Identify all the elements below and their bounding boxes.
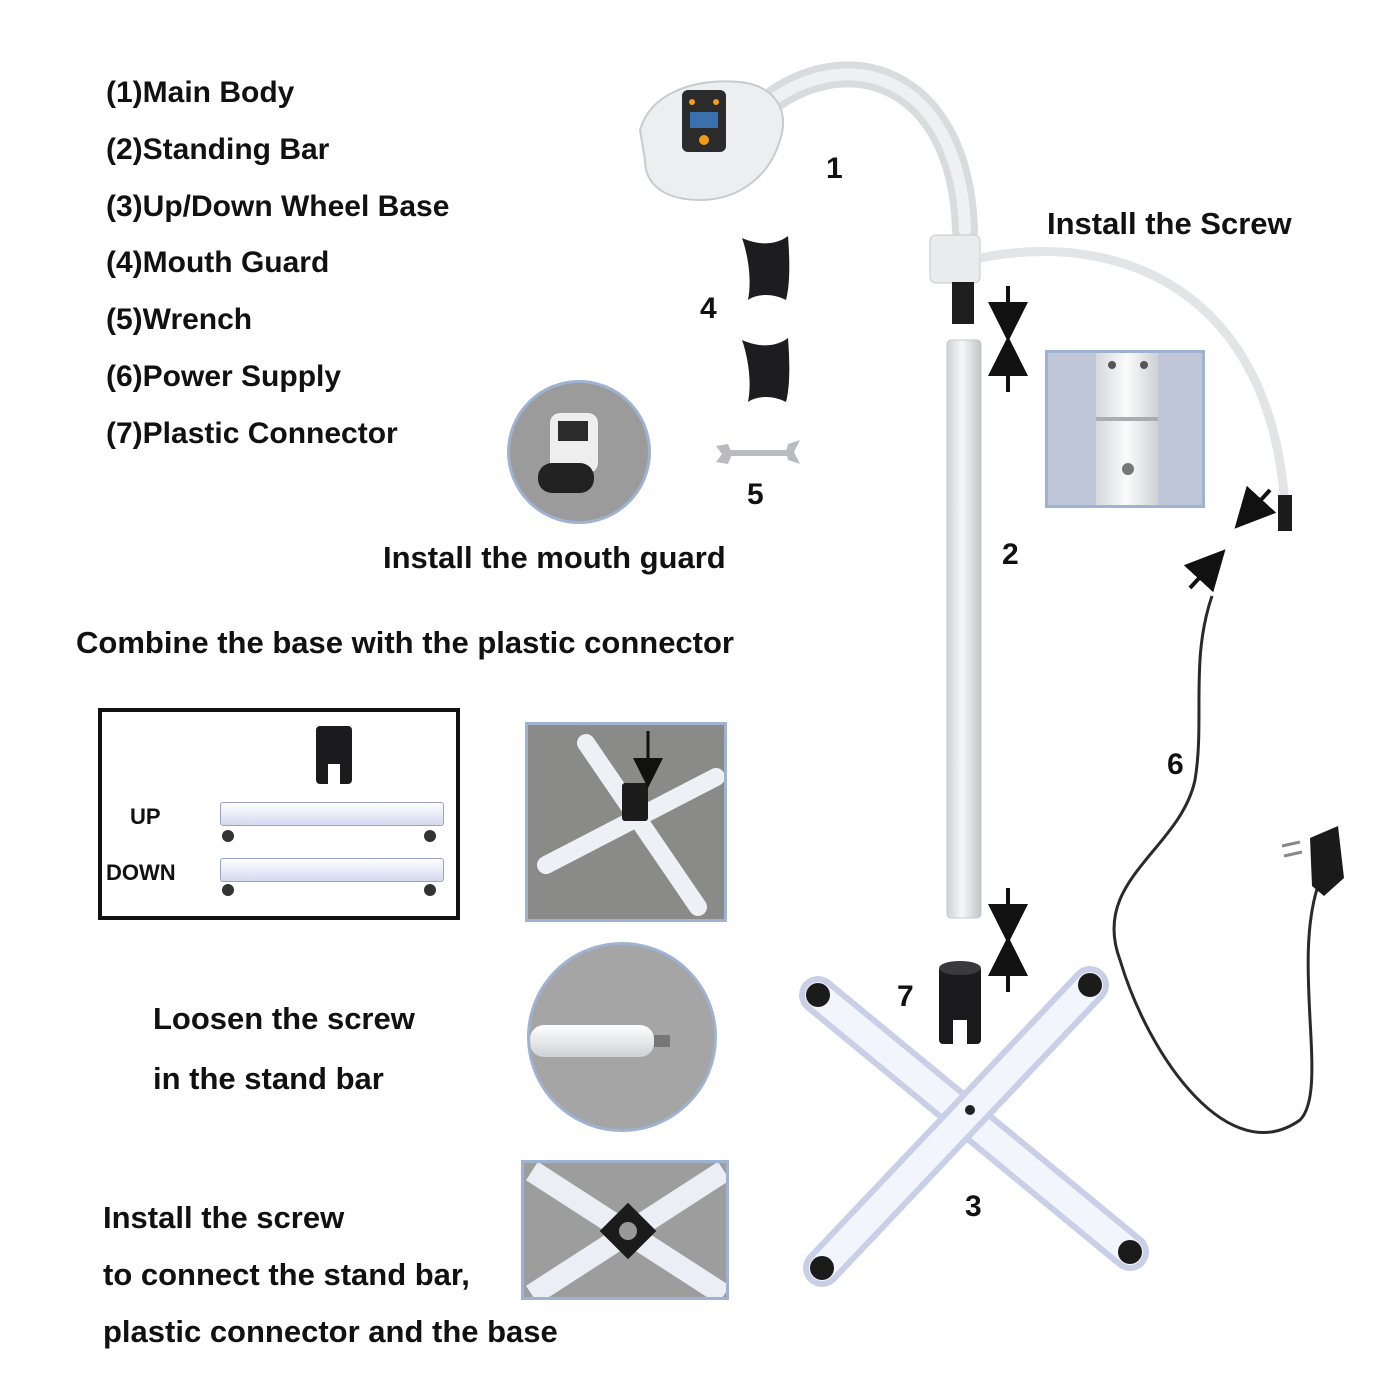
caption-install-3: plastic connector and the base xyxy=(103,1314,558,1349)
caption-install-mouth-guard: Install the mouth guard xyxy=(383,540,726,575)
base-up-down-box: UP DOWN xyxy=(98,708,460,920)
parts-list-item: (6)Power Supply xyxy=(106,359,342,393)
standing-bar xyxy=(946,339,982,919)
down-label: DOWN xyxy=(106,860,176,885)
label-3: 3 xyxy=(965,1190,982,1223)
wheel-base xyxy=(799,966,1149,1287)
photo-base-connector xyxy=(525,722,727,922)
parts-list-item: (3)Up/Down Wheel Base xyxy=(106,189,450,223)
caption-loosen-2: in the stand bar xyxy=(153,1061,384,1096)
mouth-guard-bottom xyxy=(742,338,790,402)
caption-combine-base: Combine the base with the plastic connec… xyxy=(76,625,734,660)
up-label: UP xyxy=(130,804,161,829)
power-cable xyxy=(1112,595,1322,1134)
gooseneck xyxy=(747,61,978,243)
light-guide xyxy=(979,247,1290,506)
label-5: 5 xyxy=(747,478,764,511)
label-4: 4 xyxy=(700,292,717,325)
caption-loosen-1: Loosen the screw xyxy=(153,1001,415,1036)
parts-list-item: (7)Plastic Connector xyxy=(106,416,398,450)
caption-install-screw-top: Install the Screw xyxy=(1047,206,1292,241)
arrow-icon xyxy=(988,286,1277,992)
parts-list-item: (4)Mouth Guard xyxy=(106,246,330,280)
label-1: 1 xyxy=(826,152,843,185)
power-adapter xyxy=(1310,826,1344,896)
lamp-head xyxy=(638,80,785,202)
inset-mouth-guard xyxy=(507,380,651,524)
parts-list-item: (1)Main Body xyxy=(106,76,295,109)
parts-list-item: (5)Wrench xyxy=(106,303,253,337)
label-6: 6 xyxy=(1167,748,1184,781)
inset-pole-joint xyxy=(1045,350,1205,508)
mouth-guard-top xyxy=(742,236,790,300)
inset-loosen-screw xyxy=(527,942,717,1132)
label-7: 7 xyxy=(897,980,914,1013)
plastic-connector xyxy=(939,961,981,1046)
joint-housing xyxy=(929,234,981,284)
wrench-icon xyxy=(716,440,800,464)
parts-list: (1)Main Body (2)Standing Bar (3)Up/Down … xyxy=(106,74,449,472)
photo-install-screw xyxy=(521,1160,729,1300)
label-2: 2 xyxy=(1002,538,1019,571)
caption-install-2: to connect the stand bar, xyxy=(103,1257,470,1292)
caption-install-1: Install the screw xyxy=(103,1200,345,1235)
parts-list-item: (2)Standing Bar xyxy=(106,132,330,166)
